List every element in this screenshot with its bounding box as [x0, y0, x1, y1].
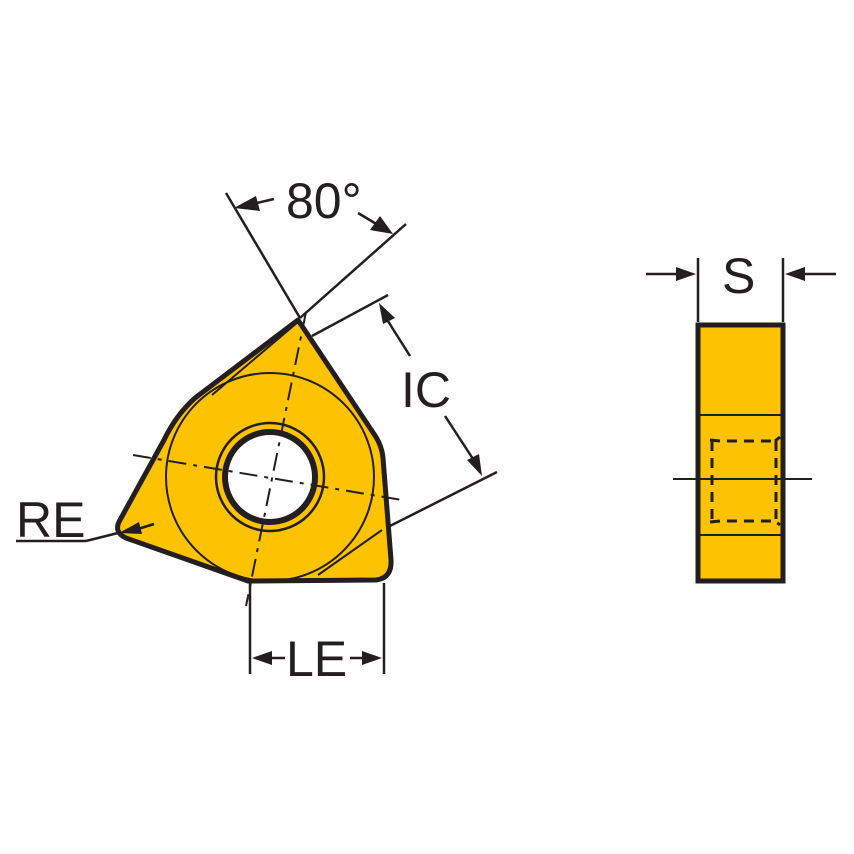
tangent-line-bottom [317, 529, 383, 576]
centerline-vertical [245, 311, 307, 607]
re-arrow [119, 522, 155, 534]
s-arrow-right [785, 267, 836, 281]
angle-label: 80° [286, 173, 362, 229]
ic-label: IC [401, 362, 451, 418]
angle-arrow-left [234, 196, 275, 211]
re-leader-line [85, 531, 119, 543]
ic-ext-line-top [311, 293, 389, 338]
angle-ref-line-left [224, 192, 302, 319]
angle-ref-line-right [299, 223, 407, 319]
le-arrow-right [350, 651, 382, 665]
inscribed-circle [165, 372, 375, 582]
le-label: LE [286, 631, 347, 687]
angle-arrow-right [357, 211, 393, 234]
hole-outer-ring [214, 421, 326, 533]
hidden-hole-outline [709, 435, 781, 527]
center-hole [222, 429, 318, 525]
re-label: RE [16, 492, 85, 548]
ic-arrow-bottom [443, 415, 482, 476]
centerline-horizontal [132, 454, 403, 501]
top-view: 80° IC RE [16, 173, 498, 687]
s-label: S [722, 248, 755, 304]
le-arrow-left [252, 651, 285, 665]
s-arrow-left [646, 267, 696, 281]
tangent-line-top [211, 321, 299, 396]
side-body [695, 322, 786, 584]
ic-ext-line-bottom [381, 470, 498, 532]
side-view: S [646, 248, 836, 584]
ic-arrow-top [379, 303, 412, 357]
